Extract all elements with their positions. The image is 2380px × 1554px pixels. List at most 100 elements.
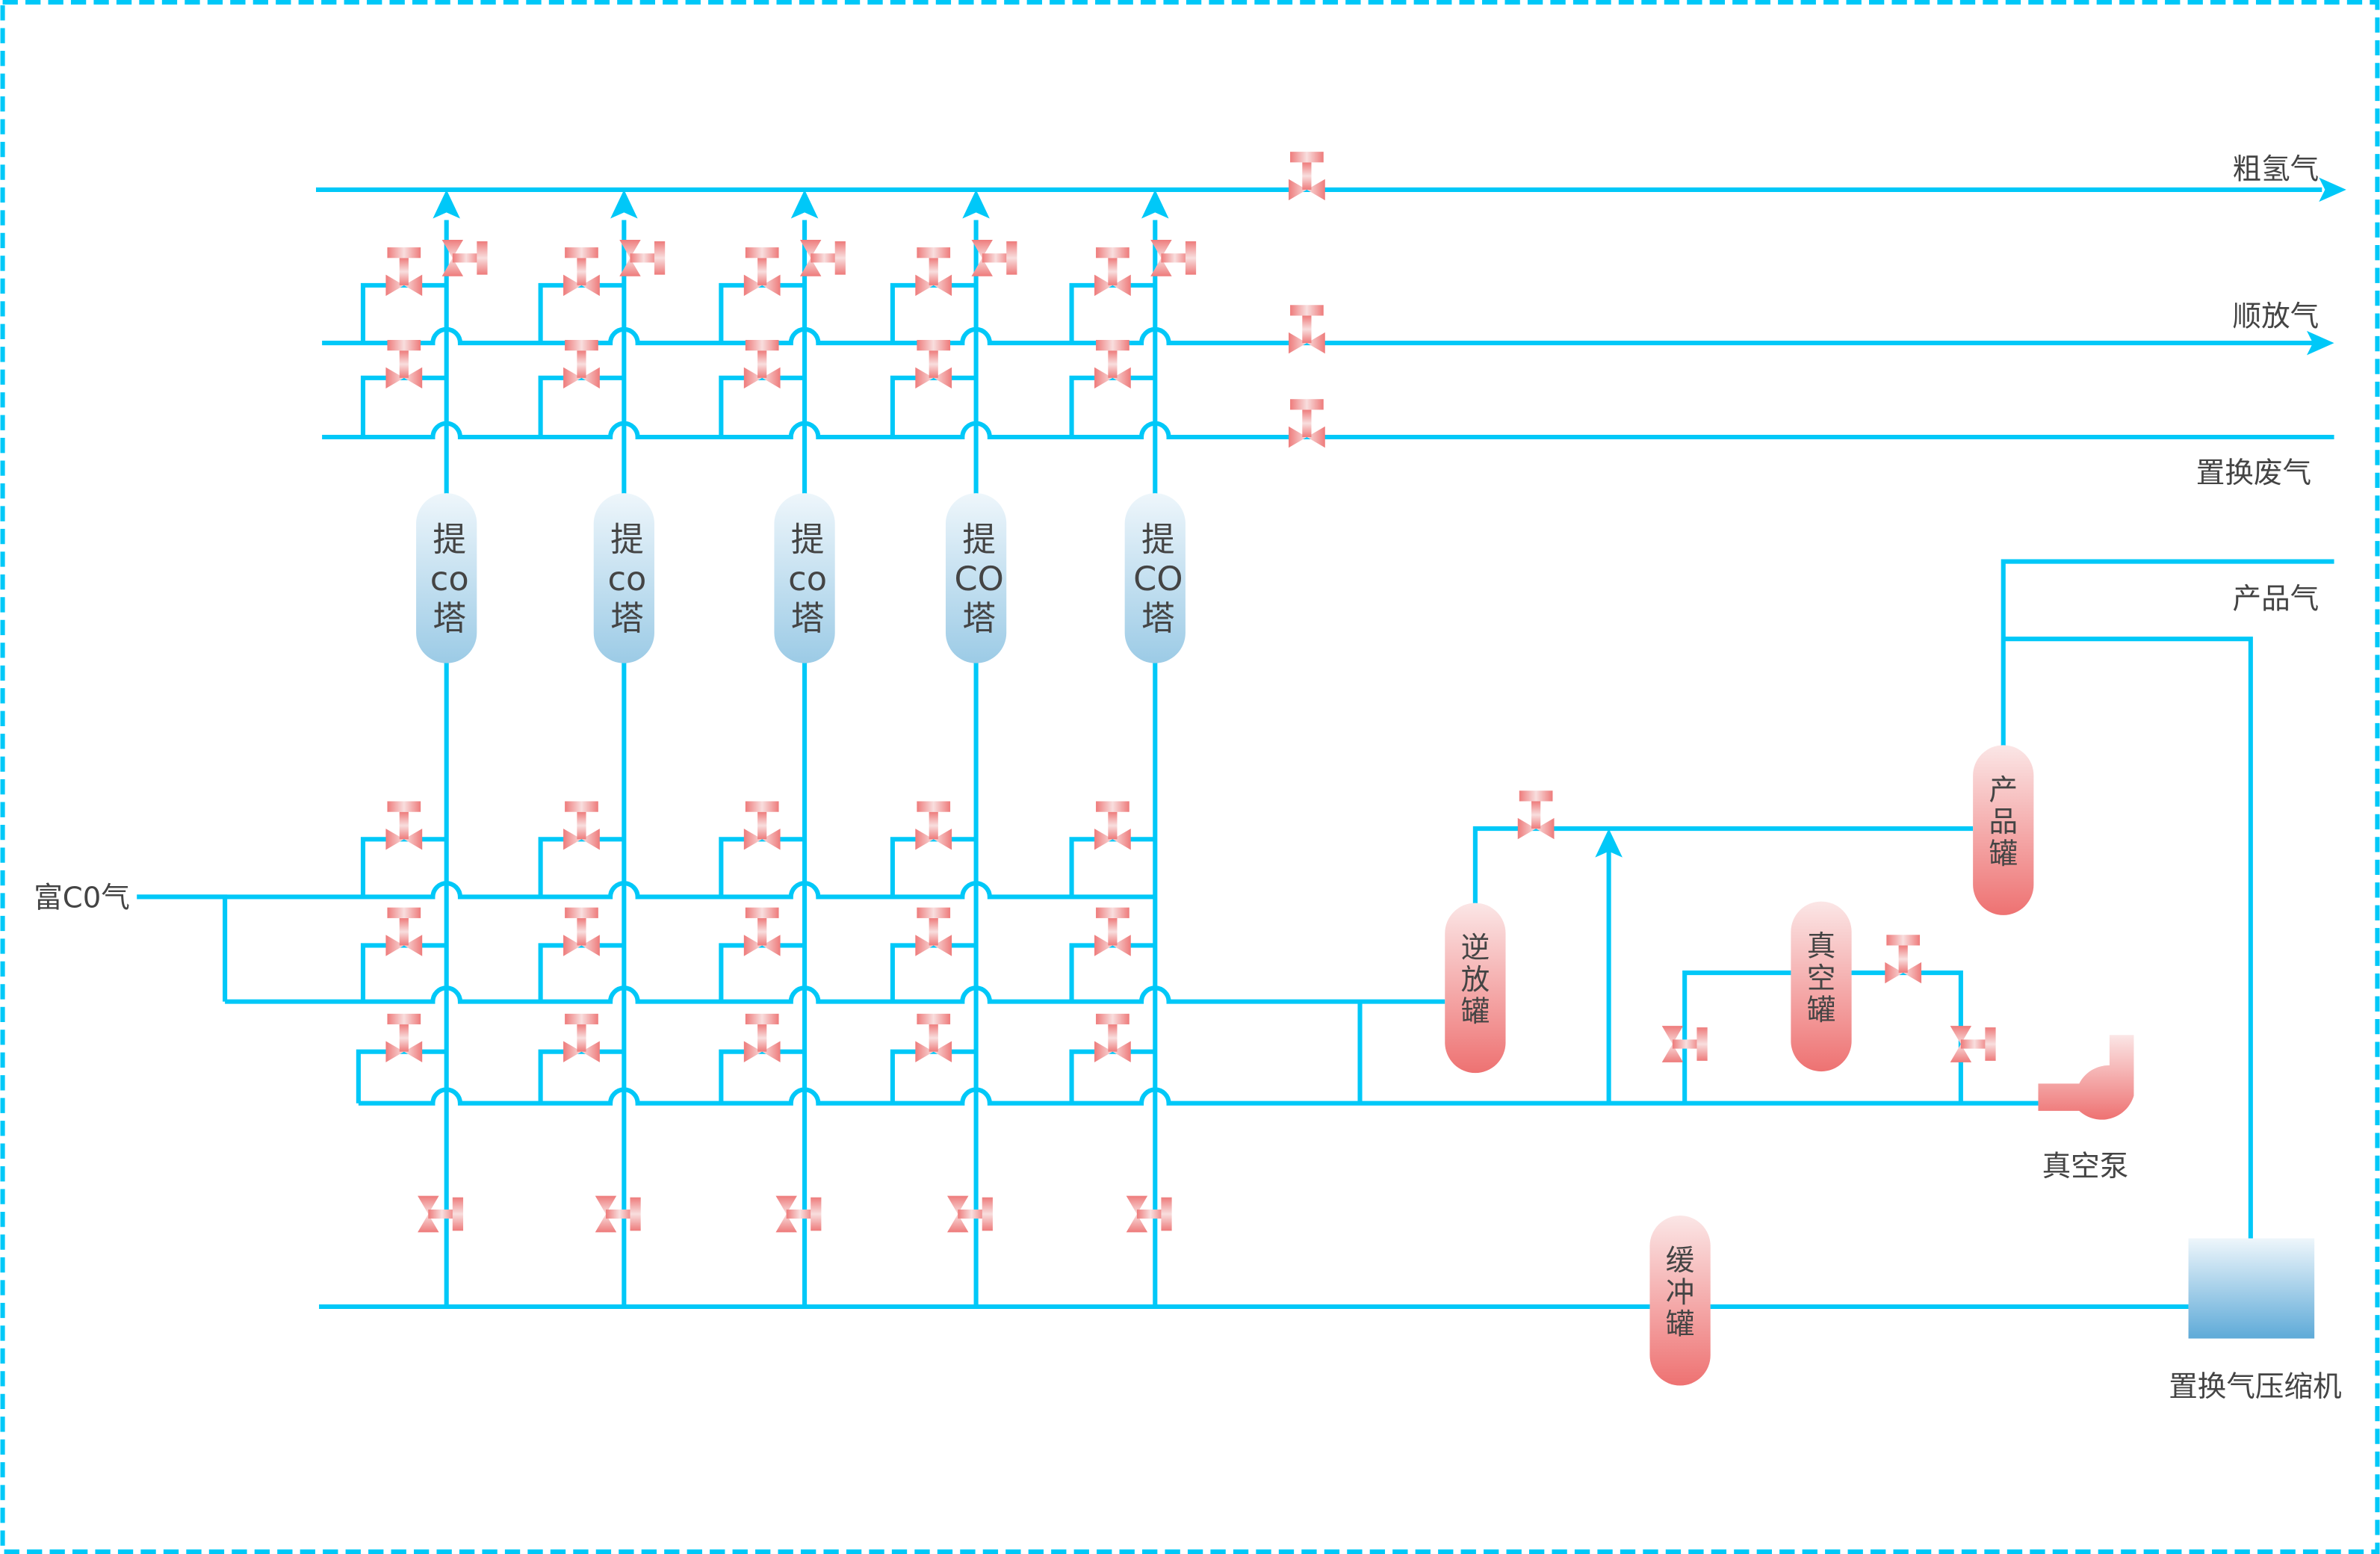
valve-handle (1096, 340, 1129, 351)
valve-handle (387, 907, 421, 918)
tank-label: 罐 (1461, 995, 1490, 1029)
valve-stem (929, 917, 938, 946)
tower-label: 提 (1141, 520, 1175, 559)
valve-handle (917, 247, 951, 259)
valve-handle (1096, 1013, 1129, 1025)
gate-valve-icon[interactable] (1150, 239, 1197, 276)
gate-valve-icon[interactable] (743, 907, 781, 956)
gate-valve-icon[interactable] (1885, 935, 1922, 984)
valve-handle (477, 241, 488, 275)
gate-valve-icon[interactable] (385, 247, 423, 297)
vacuum-tank: 真空罐 (1791, 901, 1852, 1072)
gate-valve-icon[interactable] (775, 1195, 822, 1233)
valve-handle (1006, 241, 1017, 275)
gate-valve-icon[interactable] (947, 1195, 993, 1233)
tower-label: co (607, 560, 646, 598)
tank-label: 罐 (1989, 838, 2018, 871)
vacuum-pump-icon (2038, 1035, 2134, 1120)
arrow-up-icon (962, 189, 990, 219)
valve-handle (917, 1013, 951, 1025)
arrow-up-icon (1141, 189, 1169, 219)
arrow-right-icon (2319, 177, 2346, 202)
gate-valve-icon[interactable] (1094, 1013, 1131, 1062)
arrow-up-icon (1595, 829, 1623, 858)
tank-label: 罐 (1666, 1307, 1695, 1341)
gate-valve-icon[interactable] (563, 907, 600, 956)
label-product-gas: 产品气 (2233, 583, 2319, 616)
valve-body (418, 1195, 439, 1233)
tank-body (1649, 1216, 1711, 1386)
gate-valve-icon[interactable] (915, 340, 952, 388)
gate-valve-icon[interactable] (1094, 340, 1131, 388)
gate-valve-icon[interactable] (1517, 790, 1555, 840)
valve-stem (1302, 409, 1312, 437)
gate-valve-icon[interactable] (1094, 907, 1131, 956)
gate-valve-icon[interactable] (1126, 1195, 1172, 1233)
valve-stem (786, 1209, 814, 1219)
gate-valve-icon[interactable] (563, 801, 600, 850)
gate-valve-icon[interactable] (1094, 801, 1131, 850)
valve-stem (982, 253, 1010, 263)
gate-valve-icon[interactable] (441, 239, 488, 276)
gate-valve-icon[interactable] (563, 247, 600, 297)
valve-handle (1519, 790, 1553, 802)
valve-handle (387, 247, 421, 259)
gate-valve-icon[interactable] (385, 1013, 423, 1062)
valve-stem (1302, 315, 1312, 344)
label-cocurrent-gas: 顺放气 (2233, 300, 2319, 334)
gate-valve-icon[interactable] (385, 907, 423, 956)
valve-stem (577, 1024, 586, 1052)
gate-valve-icon[interactable] (799, 239, 846, 276)
valve-handle (982, 1197, 993, 1231)
gate-valve-icon[interactable] (385, 340, 423, 388)
valve-handle (917, 340, 951, 351)
gate-valve-icon[interactable] (743, 801, 781, 850)
valve-body (441, 239, 464, 276)
valve-stem (399, 258, 409, 285)
tower-body (774, 493, 835, 663)
gate-valve-icon[interactable] (563, 1013, 600, 1062)
tank-label: 冲 (1666, 1276, 1695, 1310)
tower-label: CO (1133, 560, 1183, 598)
gate-valve-icon[interactable] (743, 247, 781, 297)
gate-valve-icon[interactable] (1661, 1026, 1708, 1062)
gate-valve-icon[interactable] (915, 247, 952, 297)
tower-label: 塔 (1141, 599, 1175, 638)
tower-label: 塔 (791, 599, 825, 638)
gate-valve-icon[interactable] (915, 907, 952, 956)
valve-handle (745, 907, 779, 918)
gate-valve-icon[interactable] (743, 340, 781, 388)
tower-body (593, 493, 654, 663)
label-feed: 富C0气 (34, 882, 130, 915)
gate-valve-icon[interactable] (1289, 152, 1325, 201)
gate-valve-icon[interactable] (1289, 399, 1325, 448)
gate-valve-icon[interactable] (743, 1013, 781, 1062)
valve-handle (745, 801, 779, 812)
gate-valve-icon[interactable] (1950, 1026, 1996, 1062)
gate-valve-icon[interactable] (1289, 305, 1325, 354)
gate-valve-icon[interactable] (418, 1195, 464, 1233)
valve-handle (745, 247, 779, 259)
valve-stem (1108, 258, 1118, 285)
gate-valve-icon[interactable] (619, 239, 666, 276)
valve-handle (565, 907, 598, 918)
gate-valve-icon[interactable] (915, 801, 952, 850)
tank-label: 放 (1461, 963, 1490, 997)
valve-handle (1185, 241, 1197, 275)
gate-valve-icon[interactable] (595, 1195, 641, 1233)
valve-handle (1290, 399, 1324, 410)
gate-valve-icon[interactable] (915, 1013, 952, 1062)
tank-label: 空 (1807, 962, 1836, 995)
gate-valve-icon[interactable] (971, 239, 1017, 276)
valve-stem (577, 811, 586, 840)
valve-handle (630, 1197, 641, 1231)
gate-valve-icon[interactable] (385, 801, 423, 850)
valve-stem (428, 1209, 456, 1219)
gate-valve-icon[interactable] (1094, 247, 1131, 297)
valve-stem (577, 350, 586, 378)
valve-body (595, 1195, 617, 1233)
tower-label: 塔 (962, 599, 996, 638)
gate-valve-icon[interactable] (563, 340, 600, 388)
valve-stem (1108, 917, 1118, 946)
